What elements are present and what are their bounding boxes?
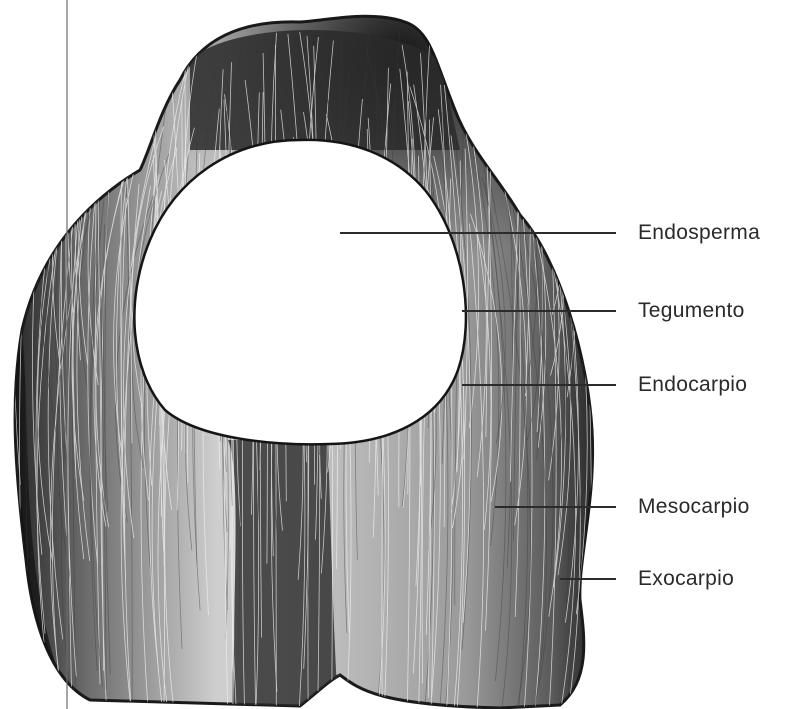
leader-endosperma (340, 232, 616, 234)
leader-mesocarpio (495, 506, 616, 508)
leader-endocarpio (462, 384, 616, 386)
fibre-strand (595, 115, 626, 709)
fibre-strand (599, 33, 612, 294)
fibre-strand (595, 162, 631, 481)
leader-tegumento (462, 310, 616, 312)
fibre-strand (588, 31, 621, 324)
label-tegumento: Tegumento (638, 299, 745, 323)
label-endocarpio: Endocarpio (638, 373, 747, 397)
label-exocarpio: Exocarpio (638, 567, 734, 591)
fibre-strand (595, 121, 626, 709)
fibre-strand (591, 83, 632, 359)
label-endosperma: Endosperma (638, 221, 760, 245)
label-mesocarpio: Mesocarpio (638, 495, 750, 519)
fibre-strand (593, 179, 630, 709)
leader-exocarpio (560, 578, 616, 580)
